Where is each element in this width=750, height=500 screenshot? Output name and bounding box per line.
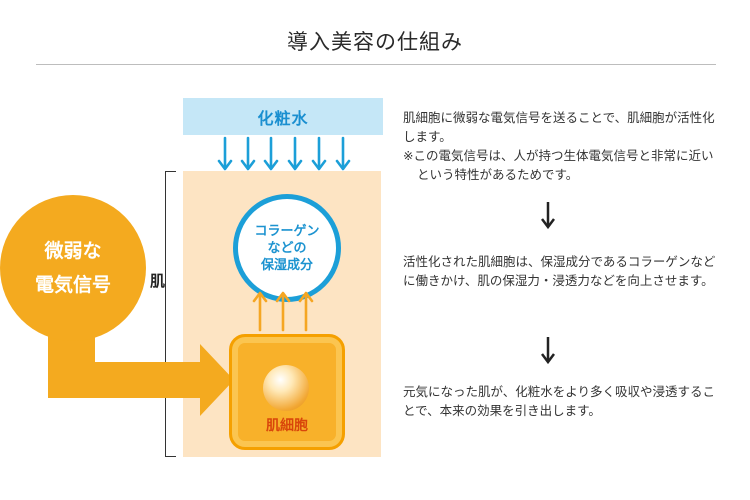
collagen-circle: コラーゲン などの 保湿成分 [233, 194, 341, 302]
step-1-note: ※この電気信号は、人が持つ生体電気信号と非常に近いという特性があるためです。 [403, 148, 714, 182]
collagen-line-3: 保湿成分 [260, 257, 313, 273]
cell-label: 肌細胞 [266, 418, 308, 434]
title-divider [36, 64, 716, 65]
step-2-text: 活性化された肌細胞は、保湿成分であるコラーゲンなどに働きかけ、肌の保湿力・浸透力… [403, 254, 716, 288]
down-arrow-icon [217, 136, 233, 171]
down-arrow-icon [335, 136, 351, 171]
lotion-arrows [217, 136, 351, 171]
weak-current-line-2: 電気信号 [34, 274, 111, 296]
collagen-line-2: などの [267, 240, 307, 256]
lotion-label: 化粧水 [257, 108, 309, 128]
skin-cell: 肌細胞 [229, 334, 345, 450]
collagen-line-1: コラーゲン [254, 223, 320, 239]
weak-current-circle: 微弱な 電気信号 [0, 195, 146, 341]
down-arrow-icon [263, 136, 279, 171]
up-arrow-icon [298, 291, 314, 332]
step-3-text: 元気になった肌が、化粧水をより多く吸収や浸透することで、本来の効果を引き出します… [403, 384, 716, 418]
cell-nucleus [263, 365, 309, 411]
down-arrow-icon [311, 136, 327, 171]
skin-bracket [165, 171, 176, 457]
current-arrow [48, 320, 234, 416]
up-arrow-icon [252, 291, 268, 332]
down-arrow-icon [287, 136, 303, 171]
weak-current-line-1: 微弱な [44, 240, 102, 262]
down-arrow-icon [240, 136, 256, 171]
down-arrow-icon [541, 337, 555, 365]
page-title: 導入美容の仕組み [287, 30, 463, 54]
step-1-main: 肌細胞に微弱な電気信号を送ることで、肌細胞が活性化します。 [403, 110, 715, 144]
up-arrows [252, 291, 314, 332]
skin-label: 肌 [150, 272, 166, 290]
up-arrow-icon [275, 291, 291, 332]
step-1-text: 肌細胞に微弱な電気信号を送ることで、肌細胞が活性化します。 ※この電気信号は、人… [403, 108, 723, 184]
lotion-band: 化粧水 [183, 98, 383, 135]
down-arrow-icon [541, 202, 555, 230]
